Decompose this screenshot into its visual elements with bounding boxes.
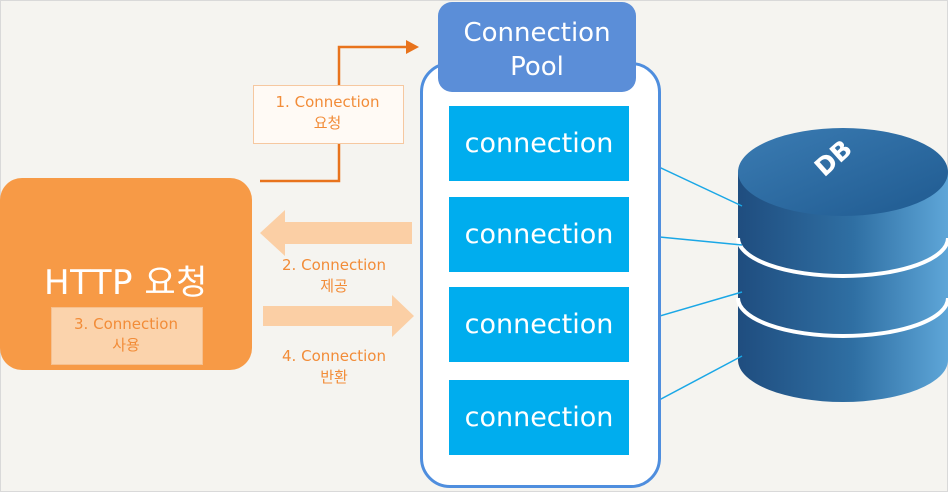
connection-label: connection bbox=[464, 128, 614, 159]
connection-block bbox=[449, 197, 629, 272]
connection-use-box bbox=[51, 307, 203, 365]
provide-label-line2: 제공 bbox=[320, 277, 348, 295]
http-request-title: HTTP 요청 bbox=[44, 263, 208, 303]
connection-block bbox=[449, 380, 629, 455]
request-label-box bbox=[253, 85, 404, 144]
request-label: 1. Connection 요청 bbox=[253, 92, 402, 134]
connection-pool-title-line2: Pool bbox=[510, 52, 564, 82]
connection-pool-title: Connection Pool bbox=[438, 16, 636, 84]
provide-label-line1: 2. Connection bbox=[282, 256, 386, 274]
connection-label: connection bbox=[464, 402, 614, 433]
connection-label: connection bbox=[464, 309, 614, 340]
return-label-line2: 반환 bbox=[320, 368, 348, 386]
request-label-line1: 1. Connection bbox=[275, 93, 380, 111]
connection-pool-header bbox=[438, 2, 636, 92]
connection-pool-title-line1: Connection bbox=[463, 18, 611, 48]
connection-use-line1: 3. Connection bbox=[74, 315, 178, 333]
return-label-line1: 4. Connection bbox=[282, 347, 386, 365]
return-arrow bbox=[263, 295, 414, 337]
database-cylinder bbox=[736, 128, 948, 402]
connection-block bbox=[449, 106, 629, 181]
return-label: 4. Connection 반환 bbox=[264, 346, 404, 388]
connection-use-label: 3. Connection 사용 bbox=[51, 314, 201, 356]
request-label-line2: 요청 bbox=[313, 114, 342, 132]
provide-arrow bbox=[260, 210, 412, 256]
connection-use-line2: 사용 bbox=[112, 336, 140, 354]
connection-label: connection bbox=[464, 219, 614, 250]
connection-block bbox=[449, 287, 629, 362]
provide-label: 2. Connection 제공 bbox=[264, 255, 404, 297]
